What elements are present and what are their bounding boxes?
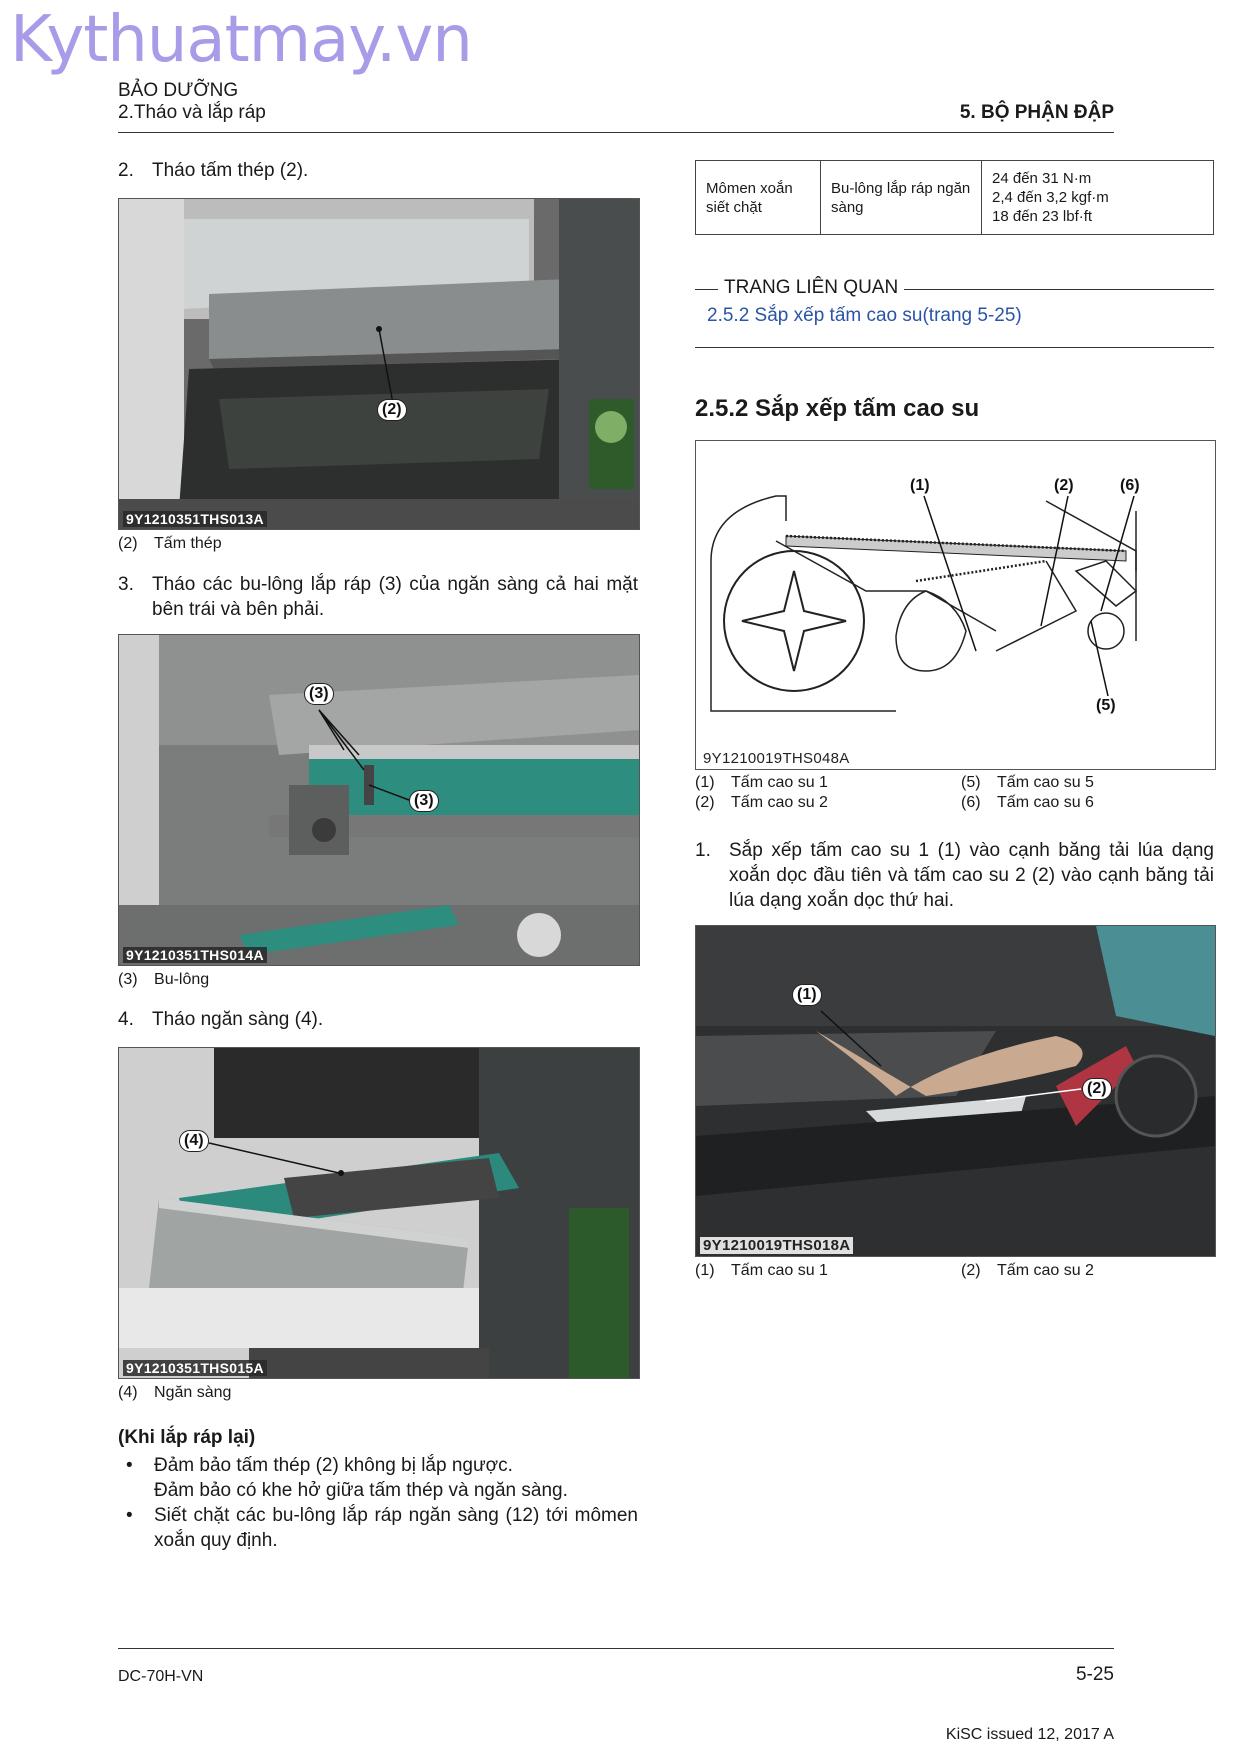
- caption-number: (4): [118, 1384, 138, 1401]
- step-1: 1. Sắp xếp tấm cao su 1 (1) vào cạnh băn…: [695, 838, 1214, 913]
- legend-item: (1) Tấm cao su 1: [695, 774, 828, 792]
- photo-sieve-tray: (4) 9Y1210351THS015A: [118, 1047, 640, 1379]
- step-text: Sắp xếp tấm cao su 1 (1) vào cạnh băng t…: [729, 840, 1214, 911]
- bullet-dot: •: [126, 1505, 133, 1526]
- step-text: Tháo các bu-lông lắp ráp (3) của ngăn sà…: [152, 574, 638, 620]
- related-rule-bottom: [695, 347, 1214, 348]
- related-title: TRANG LIÊN QUAN: [718, 277, 905, 299]
- section-title: 2.5.2 Sắp xếp tấm cao su: [695, 395, 980, 422]
- step-text: Tháo ngăn sàng (4).: [152, 1009, 324, 1030]
- footer-page-number: 5-25: [1075, 1664, 1114, 1685]
- legend-text: Tấm cao su 6: [997, 794, 1094, 811]
- photo-code: 9Y1210351THS015A: [123, 1360, 267, 1376]
- torque-value-lbf: 18 đến 23 lbf·ft: [992, 208, 1093, 225]
- bullet-text: Siết chặt các bu-lông lắp ráp ngăn sàng …: [154, 1505, 638, 1551]
- photo-rubber-plates: (1) (2) 9Y1210019THS018A: [695, 925, 1216, 1257]
- diagram-label-5: (5): [1096, 697, 1116, 714]
- photo-steel-plate: (2) 9Y1210351THS013A: [118, 198, 640, 530]
- legend-num: (6): [961, 794, 981, 811]
- torque-value-kgf: 2,4 đến 3,2 kgf·m: [992, 189, 1109, 206]
- legend-num: (1): [695, 774, 715, 791]
- step-number: 2.: [118, 160, 134, 181]
- step-3: 3. Tháo các bu-lông lắp ráp (3) của ngăn…: [118, 572, 638, 622]
- related-link[interactable]: 2.5.2 Sắp xếp tấm cao su(trang 5-25): [707, 305, 1022, 326]
- caption-text: Ngăn sàng: [154, 1384, 232, 1401]
- diagram-label-6: (6): [1120, 477, 1140, 494]
- torque-values: 24 đến 31 N·m 2,4 đến 3,2 kgf·m 18 đến 2…: [981, 160, 1214, 235]
- footer-model: DC-70H-VN: [118, 1668, 204, 1685]
- legend-num: (2): [695, 794, 715, 811]
- step-2: 2. Tháo tấm thép (2).: [118, 158, 638, 183]
- caption-steel-plate: (2) Tấm thép: [118, 535, 222, 553]
- legend-item: (2) Tấm cao su 2: [695, 794, 828, 812]
- torque-table: Mômen xoắn siết chặt Bu-lông lắp ráp ngă…: [695, 160, 1214, 235]
- related-rule-top: [695, 289, 1214, 290]
- reassembly-bullet-2: • Siết chặt các bu-lông lắp ráp ngăn sàn…: [118, 1503, 638, 1553]
- callout-3-top: (3): [304, 683, 334, 705]
- legend-text: Tấm cao su 1: [731, 774, 828, 791]
- legend-text: Tấm cao su 2: [731, 794, 828, 811]
- step-number: 4.: [118, 1009, 134, 1030]
- callout-4: (4): [179, 1130, 209, 1152]
- legend-text: Tấm cao su 5: [997, 774, 1094, 791]
- caption-bolts: (3) Bu-lông: [118, 971, 209, 989]
- torque-item: Bu-lông lắp ráp ngăn sàng: [820, 160, 982, 235]
- diagram-label-2: (2): [1054, 477, 1074, 494]
- footer-issued: KiSC issued 12, 2017 A: [945, 1726, 1114, 1743]
- legend-item: (6) Tấm cao su 6: [961, 794, 1094, 812]
- photo-bolts: (3) (3) 9Y1210351THS014A: [118, 634, 640, 966]
- callout-2: (2): [1082, 1078, 1112, 1100]
- diagram-code: 9Y1210019THS048A: [700, 750, 853, 767]
- bullet-line: Đảm bảo có khe hở giữa tấm thép và ngăn …: [154, 1480, 568, 1501]
- header-subsection: 2.Tháo và lắp ráp: [118, 102, 266, 123]
- legend-num: (2): [961, 1262, 981, 1279]
- callout-1: (1): [792, 984, 822, 1006]
- footer-rule: [118, 1648, 1114, 1649]
- step-number: 1.: [695, 840, 711, 861]
- header-chapter: 5. BỘ PHẬN ĐẬP: [959, 102, 1114, 123]
- reassembly-bullet-1: • Đảm bảo tấm thép (2) không bị lắp ngượ…: [118, 1453, 638, 1503]
- caption-number: (2): [118, 535, 138, 552]
- callout-3-right: (3): [409, 790, 439, 812]
- watermark-logo: Kythuatmay.vn: [10, 3, 473, 77]
- step-4: 4. Tháo ngăn sàng (4).: [118, 1007, 638, 1032]
- bullet-line: Đảm bảo tấm thép (2) không bị lắp ngược.: [154, 1455, 513, 1476]
- torque-label: Mômen xoắn siết chặt: [695, 160, 821, 235]
- legend-item: (2) Tấm cao su 2: [961, 1262, 1094, 1280]
- legend-text: Tấm cao su 2: [997, 1262, 1094, 1279]
- caption-sieve-tray: (4) Ngăn sàng: [118, 1384, 231, 1402]
- photo-code: 9Y1210351THS014A: [123, 947, 267, 963]
- photo-code: 9Y1210019THS018A: [700, 1237, 854, 1254]
- step-number: 3.: [118, 574, 134, 595]
- torque-value-nm: 24 đến 31 N·m: [992, 170, 1092, 187]
- caption-text: Tấm thép: [154, 535, 222, 552]
- diagram-rubber-plates: (1) (2) (6) (5) 9Y1210019THS048A: [695, 440, 1216, 770]
- bullet-dot: •: [126, 1455, 133, 1476]
- legend-item: (5) Tấm cao su 5: [961, 774, 1094, 792]
- legend-num: (1): [695, 1262, 715, 1279]
- callout-2: (2): [377, 399, 407, 421]
- caption-number: (3): [118, 971, 138, 988]
- photo-code: 9Y1210351THS013A: [123, 511, 267, 527]
- header-rule: [118, 132, 1114, 133]
- diagram-label-1: (1): [910, 477, 930, 494]
- caption-text: Bu-lông: [154, 971, 210, 988]
- step-text: Tháo tấm thép (2).: [152, 160, 309, 181]
- header-section: BẢO DƯỠNG: [118, 80, 239, 101]
- legend-num: (5): [961, 774, 981, 791]
- reassembly-title: (Khi lắp ráp lại): [118, 1427, 256, 1448]
- legend-item: (1) Tấm cao su 1: [695, 1262, 828, 1280]
- legend-text: Tấm cao su 1: [731, 1262, 828, 1279]
